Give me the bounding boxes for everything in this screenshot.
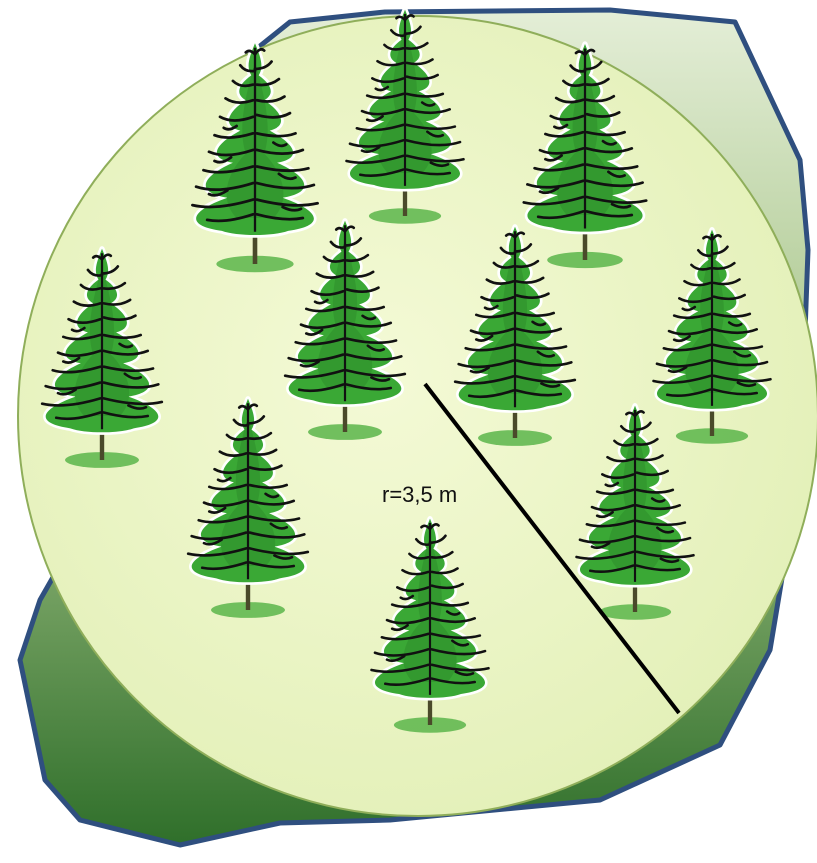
radius-label: r=3,5 m <box>382 482 457 507</box>
